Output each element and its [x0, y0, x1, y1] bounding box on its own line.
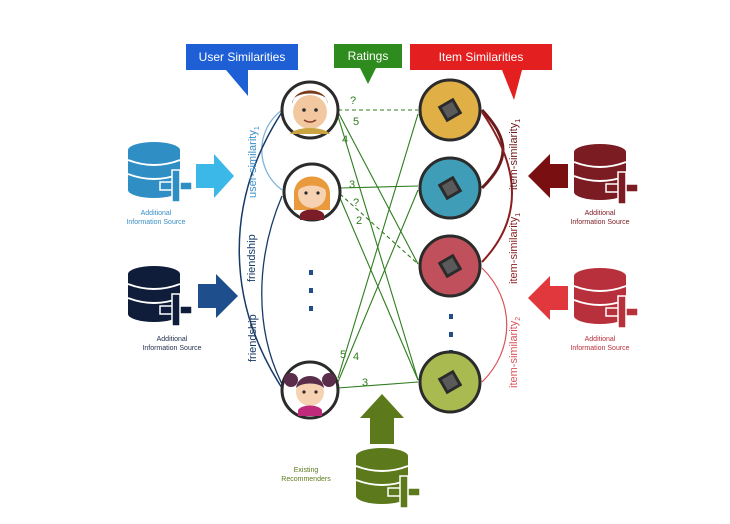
user-avatar-icon	[280, 360, 340, 420]
database-plus-icon	[355, 448, 421, 509]
source-label: Recommenders	[281, 476, 331, 483]
source-label: Additional	[585, 210, 616, 217]
rating-unknown: ?	[353, 197, 359, 209]
rating-label: 3	[349, 179, 355, 191]
source-label: Information Source	[570, 345, 629, 352]
arrow-left-icon	[528, 276, 568, 320]
ratings-banner: Ratings	[334, 44, 402, 84]
source-label: Information Source	[142, 345, 201, 352]
item-similarity-edges	[480, 108, 513, 383]
database-plus-icon	[573, 144, 639, 205]
rating-label: 3	[362, 377, 368, 389]
source-label: Additional	[585, 336, 616, 343]
item-similarities-title: Item Similarities	[439, 50, 524, 64]
arrow-up-icon	[360, 394, 404, 444]
item-node-gold	[418, 78, 482, 142]
rating-label: 2	[356, 215, 362, 227]
user-similarities-banner: User Similarities	[186, 44, 298, 96]
rating-label: 5	[340, 349, 346, 361]
item-similarity-label: item-similarity1	[508, 119, 522, 190]
user-avatar-icon	[282, 162, 342, 222]
item-similarity-label: item-similarity2	[508, 317, 522, 388]
item-node-red	[418, 234, 482, 298]
user-similarity-edges	[238, 109, 283, 389]
source-label: Additional	[141, 210, 172, 217]
database-plus-icon	[573, 268, 639, 329]
friendship-label: friendship	[247, 314, 259, 362]
user-ellipsis	[309, 270, 313, 311]
item-ellipsis	[449, 314, 453, 355]
ratings-title: Ratings	[348, 49, 389, 63]
source-label: Information Source	[570, 219, 629, 226]
database-plus-icon	[127, 142, 193, 203]
rating-unknown: ?	[350, 95, 356, 107]
rating-label: 5	[353, 116, 359, 128]
arrow-left-icon	[528, 154, 568, 198]
item-node-teal	[418, 156, 482, 220]
database-plus-icon	[127, 266, 193, 327]
user-avatar-icon	[280, 80, 340, 140]
user-similarity-label: user-similarity1	[247, 126, 261, 198]
friendship-label: friendship	[246, 234, 258, 282]
source-label: Existing	[294, 467, 319, 474]
source-label: Additional	[157, 336, 188, 343]
rating-label: 4	[342, 134, 348, 146]
rating-edges	[337, 109, 419, 389]
arrow-right-icon	[198, 274, 238, 318]
source-label: Information Source	[126, 219, 185, 226]
arrow-right-icon	[196, 154, 234, 198]
item-similarity-label: item-similarity1	[508, 213, 522, 284]
item-node-green	[418, 350, 482, 414]
rating-label: 4	[353, 351, 359, 363]
item-similarities-banner: Item Similarities	[410, 44, 552, 100]
user-similarities-title: User Similarities	[199, 50, 286, 64]
